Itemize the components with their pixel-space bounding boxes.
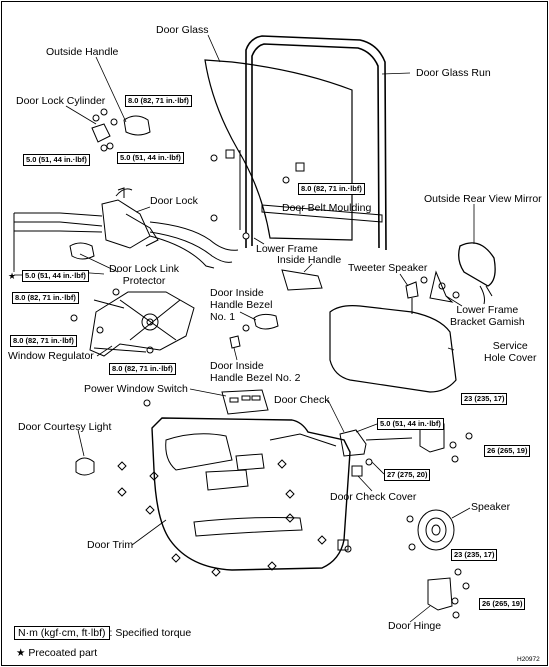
label-service-hole-cover: Service Hole Cover (484, 340, 537, 364)
torque-glass: 8.0 (82, 71 in.·lbf) (298, 183, 365, 195)
legend-unit-text: : Specified torque (109, 627, 192, 639)
lock-rods (149, 221, 239, 269)
label-speaker: Speaker (471, 501, 511, 513)
torque-door-check: 5.0 (51, 44 in.·lbf) (377, 418, 444, 430)
courtesy-light-shape (75, 457, 95, 476)
label-door-glass-run: Door Glass Run (416, 67, 491, 79)
label-door-check: Door Check (274, 394, 330, 406)
label-door-trim: Door Trim (87, 539, 134, 551)
torque-cylinder-right: 5.0 (51, 44 in.·lbf) (117, 152, 184, 164)
precoat-star-door-lock: ★ (8, 271, 17, 281)
torque-hinge-lower-a: 23 (235, 17) (451, 549, 498, 561)
torque-hinge-lower-b: 26 (265, 19) (479, 598, 526, 610)
label-inside-handle: Inside Handle (277, 254, 342, 266)
door-hinge-lower-shape (427, 577, 453, 611)
label-door-inside-handle-bezel-1: Door Inside Handle Bezel No. 1 (210, 287, 273, 323)
label-door-inside-handle-bezel-2: Door Inside Handle Bezel No. 2 (210, 360, 301, 384)
torque-regulator-1: 8.0 (82, 71 in.·lbf) (12, 292, 79, 304)
label-tweeter-speaker: Tweeter Speaker (348, 262, 428, 274)
label-door-check-cover: Door Check Cover (330, 491, 417, 503)
service-hole-cover-shape (329, 305, 457, 393)
label-outside-handle: Outside Handle (46, 46, 119, 58)
inside-handle-shape (281, 269, 323, 291)
door-glass-run-shape (245, 35, 387, 251)
outside-handle-shape (123, 115, 151, 136)
legend-torque: N·m (kgf·cm, ft·lbf): Specified torque (14, 626, 192, 640)
label-door-hinge: Door Hinge (388, 620, 442, 632)
window-regulator-shape (89, 291, 195, 357)
mirror-shape (458, 242, 496, 287)
label-door-lock-link-protector: Door Lock Link Protector (109, 263, 180, 287)
door-belt-moulding-shape (261, 204, 383, 223)
label-lower-frame: Lower Frame (256, 243, 318, 255)
bezel-2-shape (229, 335, 241, 349)
torque-outside-handle: 8.0 (82, 71 in.·lbf) (125, 95, 192, 107)
legend-unit-box: N·m (kgf·cm, ft·lbf) (14, 626, 110, 640)
label-outside-rear-view-mirror: Outside Rear View Mirror (424, 193, 542, 205)
power-window-switch-shape (221, 389, 269, 415)
speaker-shape (417, 509, 455, 551)
torque-hinge-upper-b: 26 (265, 19) (484, 445, 531, 457)
torque-hinge-upper-a: 23 (235, 17) (461, 393, 508, 405)
clips (117, 459, 327, 577)
bezel-1-shape (253, 313, 279, 330)
label-window-regulator: Window Regulator (8, 350, 94, 362)
tweeter-speaker-shape (405, 281, 419, 299)
torque-door-check-bolt: 27 (275, 20) (384, 469, 431, 481)
door-trim-shape (151, 417, 351, 571)
torque-regulator-2: 8.0 (82, 71 in.·lbf) (10, 335, 77, 347)
torque-cylinder-left: 5.0 (51, 44 in.·lbf) (23, 154, 90, 166)
figure-code: H20972 (517, 656, 540, 663)
door-lock-cylinder-shape (91, 123, 111, 143)
torque-regulator-3: 8.0 (82, 71 in.·lbf) (109, 363, 176, 375)
label-door-glass: Door Glass (156, 24, 209, 36)
label-door-belt-moulding: Door Belt Moulding (282, 202, 372, 214)
label-door-lock: Door Lock (150, 195, 198, 207)
label-lower-frame-bracket-garnish: Lower Frame Bracket Gamish (450, 304, 525, 328)
legend-precoat: ★ Precoated part (16, 647, 98, 659)
door-check-cover-shape (351, 465, 363, 477)
label-power-window-switch: Power Window Switch (84, 383, 188, 395)
label-door-lock-cylinder: Door Lock Cylinder (16, 95, 106, 107)
door-lock-link-protector-shape (69, 242, 95, 260)
bracket-garnish-shape (429, 270, 454, 303)
door-check-shape (339, 429, 367, 457)
door-glass-shape (204, 59, 353, 241)
label-door-courtesy-light: Door Courtesy Light (18, 421, 112, 433)
torque-door-lock: 5.0 (51, 44 in.·lbf) (22, 270, 89, 282)
